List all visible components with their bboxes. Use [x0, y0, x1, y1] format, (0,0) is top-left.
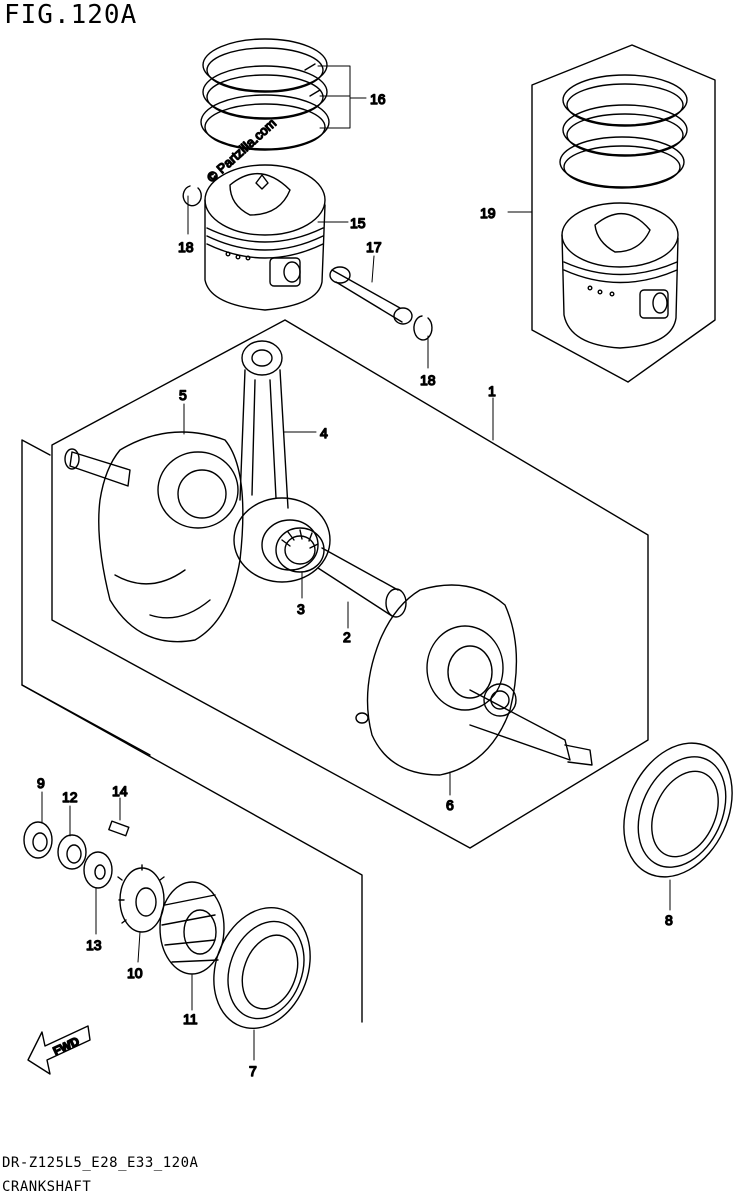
key-illustration [108, 820, 130, 837]
piston-illustration [204, 164, 326, 311]
callout-7: 7 [249, 1063, 257, 1079]
callout-5: 5 [179, 387, 187, 403]
washer-illustration [83, 851, 113, 889]
callout-2: 2 [343, 629, 351, 645]
piston-pin-illustration [329, 266, 413, 325]
large-gear-illustration [159, 881, 225, 975]
figure-title: FIG.120A [4, 0, 138, 30]
right-crank-web-illustration [355, 584, 593, 776]
needle-bearing-illustration [275, 527, 325, 573]
callout-16: 16 [370, 91, 386, 107]
circlip-right [413, 315, 433, 341]
circlip-left [182, 185, 202, 207]
callout-6: 6 [446, 797, 454, 813]
crankshaft-assembly-boundary [51, 319, 649, 849]
callout-10: 10 [127, 965, 143, 981]
callout-19: 19 [480, 205, 496, 221]
crank-pin-illustration [317, 547, 407, 618]
callout-8: 8 [665, 912, 673, 928]
callout-18-left: 18 [178, 239, 194, 255]
section-name: CRANKSHAFT [2, 1179, 92, 1195]
leader-lines [41, 65, 671, 1061]
callout-13: 13 [86, 937, 102, 953]
piston-kit-boundary [531, 44, 716, 383]
callout-17: 17 [366, 239, 382, 255]
nut-illustration [57, 834, 87, 870]
callout-11: 11 [183, 1011, 198, 1027]
callout-18-right: 18 [420, 372, 436, 388]
fwd-label: FWD [51, 1034, 82, 1058]
callout-15: 15 [350, 215, 366, 231]
callout-1: 1 [488, 383, 496, 399]
callout-12: 12 [62, 789, 78, 805]
left-bearing-illustration [213, 906, 311, 1030]
piston-kit-illustration [559, 74, 688, 349]
callout-4: 4 [320, 425, 328, 441]
callout-3: 3 [297, 601, 305, 617]
callout-9: 9 [37, 775, 45, 791]
model-code: DR-Z125L5_E28_E33_120A [2, 1155, 199, 1171]
left-crank-web-illustration [64, 431, 244, 643]
oil-seal-illustration [23, 821, 53, 859]
small-gear-illustration [117, 864, 165, 933]
right-bearing-illustration [623, 742, 733, 878]
forward-direction-arrow: FWD [27, 1025, 91, 1075]
callout-14: 14 [112, 783, 128, 799]
piston-rings-illustration [200, 38, 330, 151]
